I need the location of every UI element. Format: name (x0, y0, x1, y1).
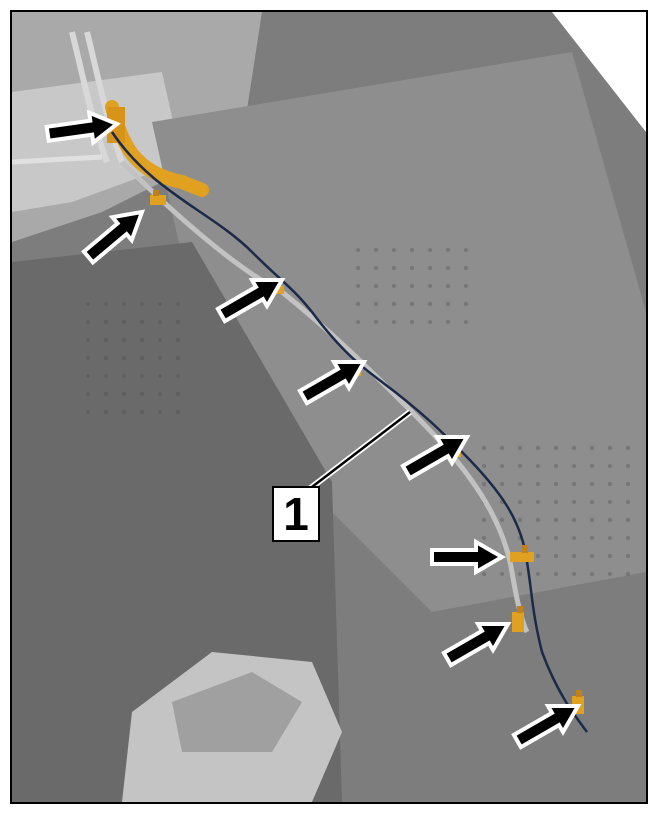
pipe-3 (12, 154, 103, 165)
arrow-icon (511, 704, 582, 750)
subframe-detail (172, 672, 302, 752)
crossmember-holes (82, 302, 192, 422)
arrow-icon (215, 278, 286, 324)
pipe-2 (84, 31, 125, 164)
callout-label-1: 1 (272, 486, 320, 542)
clip-icon (512, 606, 524, 632)
arrow-shape (430, 538, 507, 576)
pipe-1 (69, 31, 110, 164)
arrow-icon (430, 538, 507, 576)
arrow-icon (441, 622, 512, 668)
arrow-icon (297, 360, 368, 406)
arrow-icon (400, 435, 471, 481)
diagram-frame: 1 (10, 10, 648, 804)
arrow-icon (44, 109, 121, 147)
callout-leader-line (307, 411, 411, 491)
vehicle-underbody-illustration (12, 12, 646, 802)
background-corner (552, 12, 646, 132)
rear-floor-holes (482, 432, 632, 582)
arrow-shape (81, 209, 146, 266)
clip-icon (150, 190, 166, 205)
arrow-shape (511, 704, 582, 750)
parallel-tube (120, 160, 530, 634)
clip-icon (510, 545, 534, 562)
arrow-shape (44, 109, 121, 147)
arrow-shape (297, 360, 368, 406)
arrow-shape (215, 278, 286, 324)
routed-line-item-1 (110, 131, 589, 733)
arrow-shape (400, 435, 471, 481)
floor-rib-holes (342, 242, 482, 332)
arrow-shape (441, 622, 512, 668)
arrow-icon (81, 209, 146, 266)
